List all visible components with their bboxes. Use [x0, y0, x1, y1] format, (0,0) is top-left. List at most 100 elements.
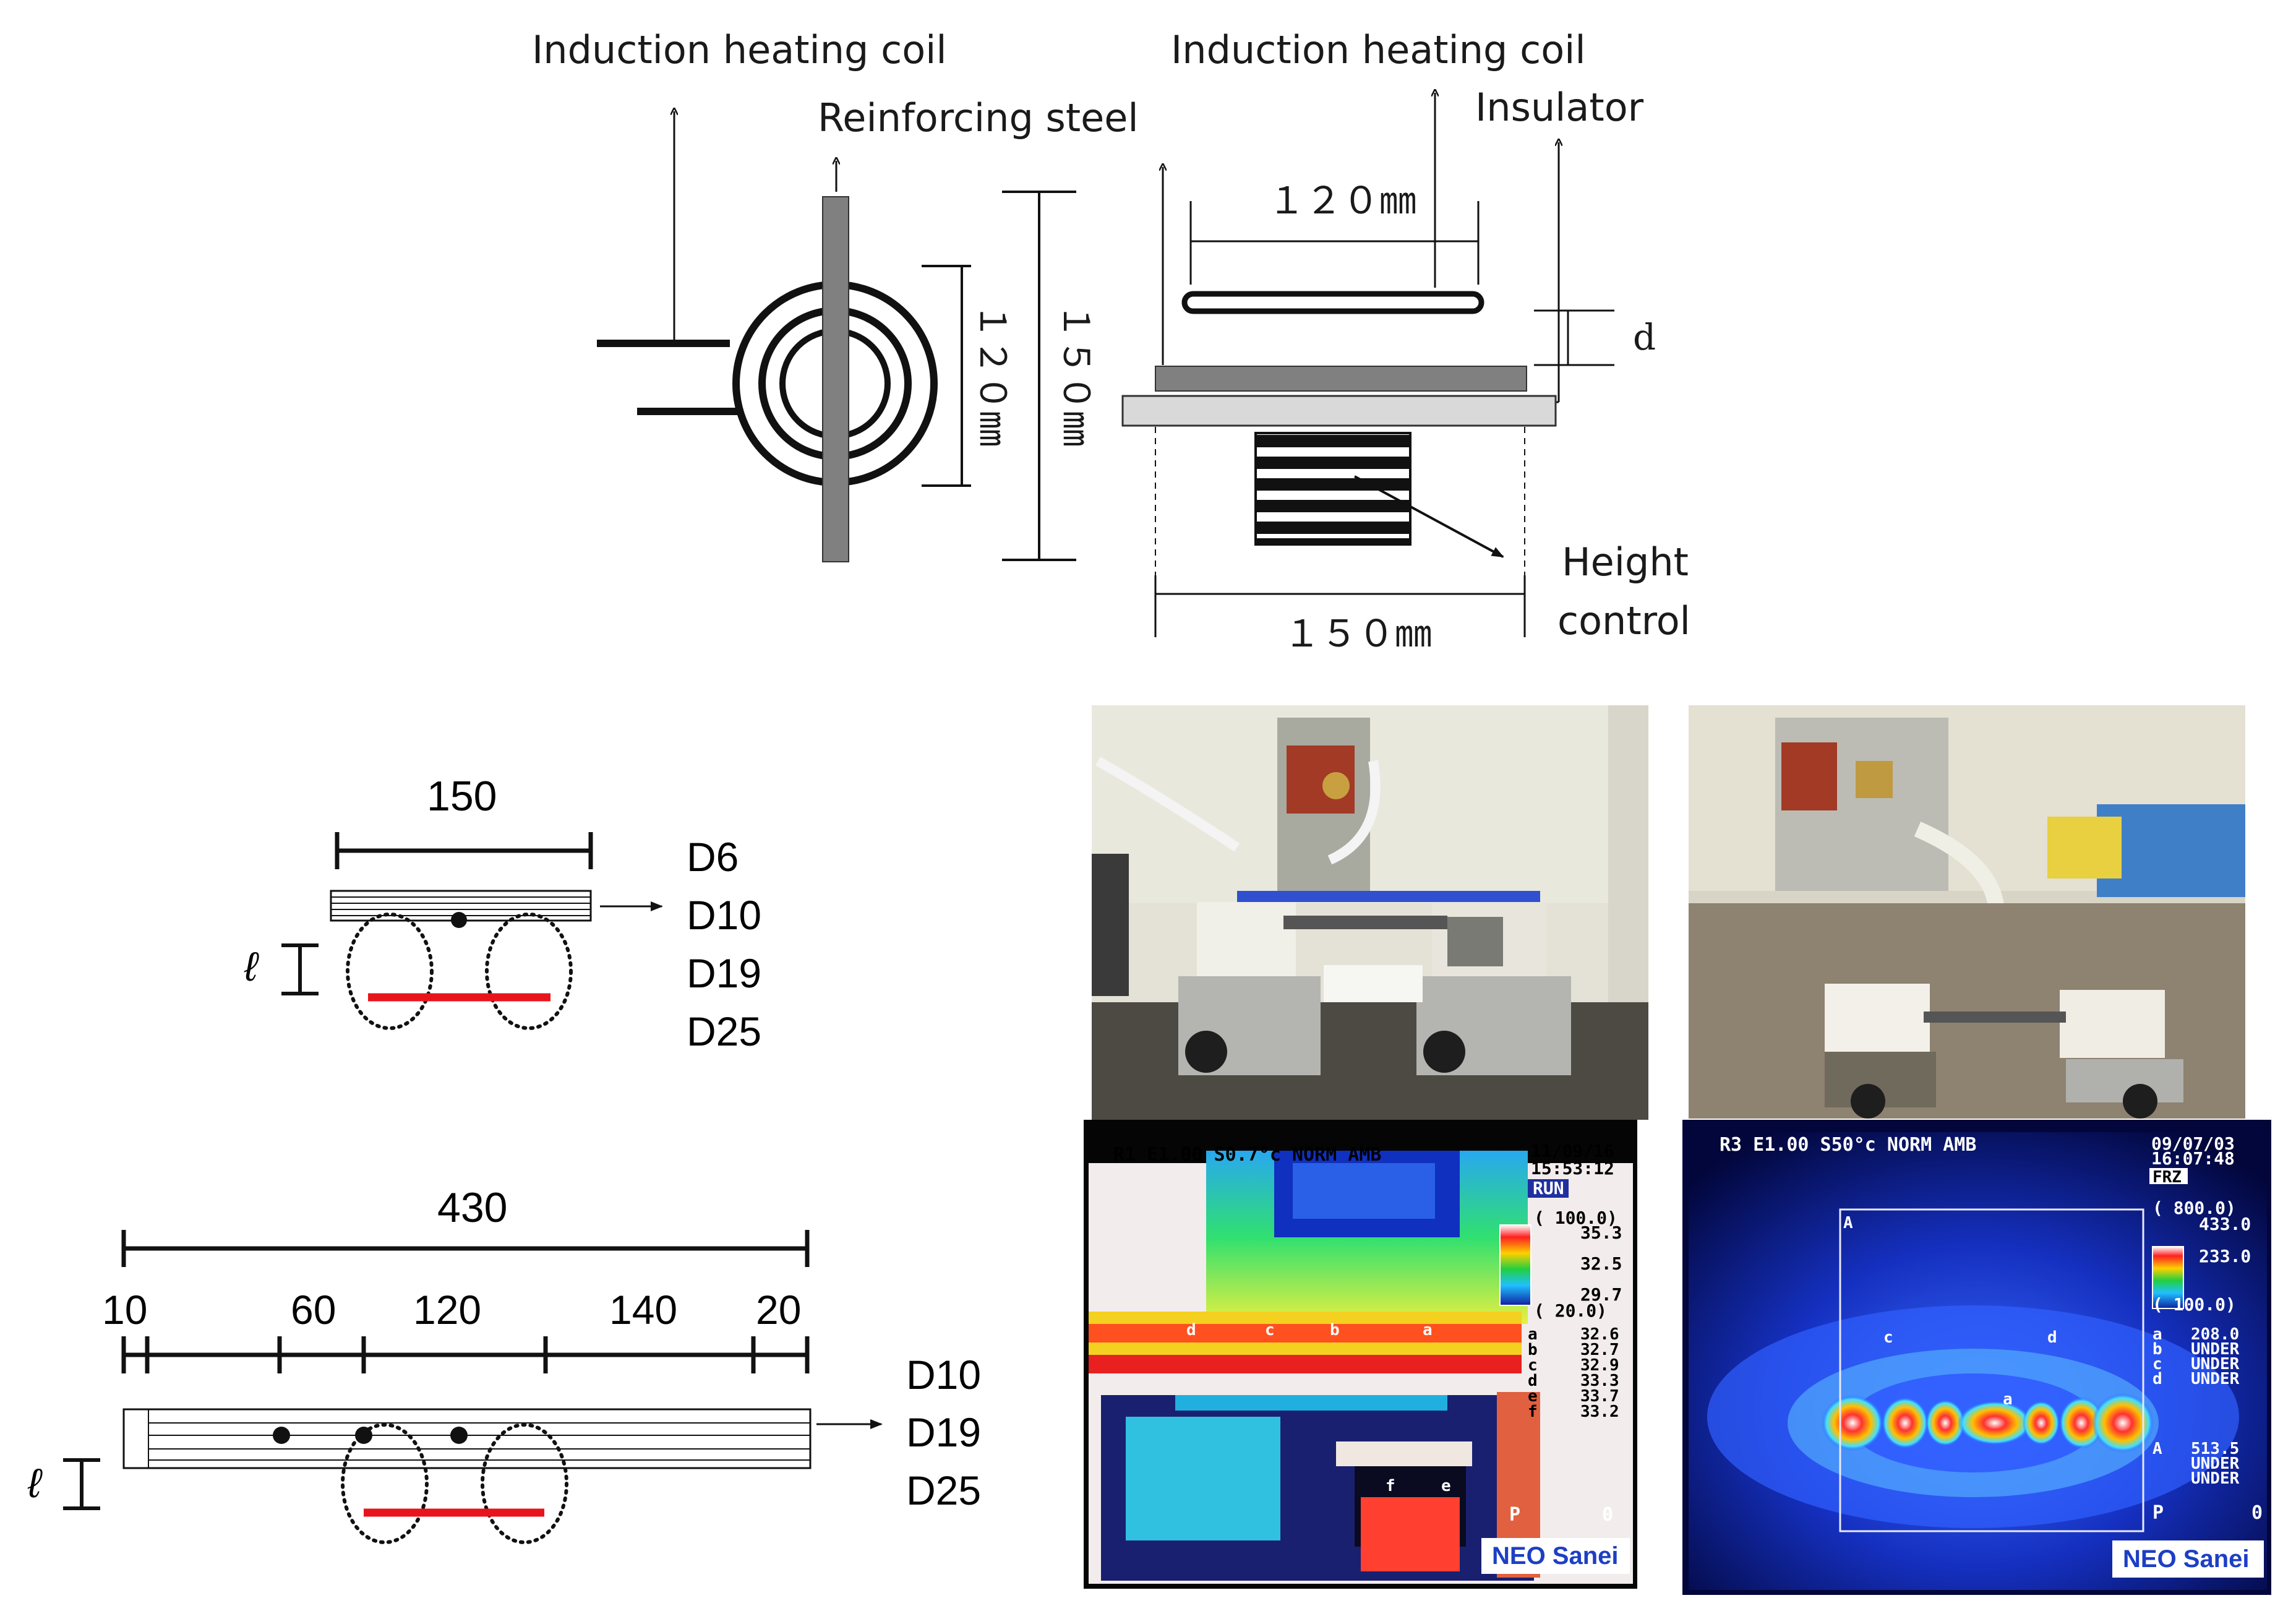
thermal-left-mode: RUN: [1533, 1178, 1564, 1198]
insulator-plate: [1121, 395, 1557, 427]
thermal-left-pt-label-f: f: [1528, 1403, 1538, 1421]
coil-diagram: Induction heating coil Reinforcing steel…: [532, 27, 1690, 656]
short-bar-d6: D6: [687, 834, 739, 880]
thermal-right-area-v3: UNDER: [2191, 1469, 2240, 1488]
thermal-image-left: R1 E1.00 S0.7°c NORM AMB 11/09/16 15:53:…: [1084, 1120, 1637, 1589]
thermal-left-spot-b: b: [1330, 1321, 1340, 1339]
thermal-left-spot-e: e: [1441, 1477, 1451, 1495]
thermal-left-pt-label-a: a: [1528, 1325, 1538, 1344]
thermal-left-spot-f: f: [1386, 1477, 1395, 1495]
short-gap-symbol: ℓ: [244, 943, 259, 989]
thermal-left-pt-value-f: 33.2: [1580, 1403, 1619, 1421]
long-seg-120: 120: [413, 1287, 481, 1333]
thermal-left-scale-v3: 29.7: [1580, 1284, 1622, 1305]
coil-label-right: Induction heating coil: [1171, 27, 1586, 72]
long-gap-symbol: ℓ: [27, 1460, 43, 1506]
thermal-right-spot-c: c: [1883, 1328, 1893, 1347]
thermal-left-brand: NEO Sanei: [1492, 1542, 1619, 1570]
thermal-left-spot-a: a: [1423, 1321, 1433, 1339]
rebar-section: [1155, 366, 1527, 392]
long-coil-loop-left: [341, 1423, 429, 1544]
thermal-left-pt-label-d: d: [1528, 1372, 1538, 1390]
thermal-left-brand-box: [1481, 1538, 1630, 1574]
insulator-label: Insulator: [1475, 85, 1644, 130]
long-thermocouple-dot-3: [450, 1427, 468, 1444]
thermal-right-p-value: 0: [2251, 1502, 2263, 1524]
short-bar-d19: D19: [687, 950, 761, 996]
thermal-right-scale-max: ( 800.0): [2152, 1198, 2236, 1218]
long-bar-d25: D25: [906, 1467, 981, 1513]
short-length-label: 150: [427, 773, 497, 820]
thermal-left-pt-value-a: 32.6: [1580, 1325, 1619, 1344]
long-thermocouple-dot-1: [273, 1427, 290, 1444]
long-thermocouple-dot-2: [355, 1427, 372, 1444]
thermal-left-pt-label-e: e: [1528, 1387, 1538, 1406]
thermal-right-scale-mid: 233.0: [2199, 1246, 2251, 1266]
thermal-right-pt-label-a: a: [2152, 1325, 2162, 1344]
thermal-right-pt-label-d: d: [2152, 1370, 2162, 1388]
long-seg-60: 60: [291, 1287, 336, 1333]
thermal-right-mode: FRZ: [2152, 1168, 2182, 1187]
thermal-right-area-tag: A: [1843, 1214, 1853, 1232]
thermal-left-pt-value-d: 33.3: [1580, 1372, 1619, 1390]
long-bar-d19: D19: [906, 1409, 981, 1455]
thermal-left-spot-d: d: [1186, 1321, 1196, 1339]
short-specimen-diagram: 150 ℓ D6 D10 D19 D25: [244, 773, 761, 1054]
thermal-right-p-label: P: [2152, 1502, 2164, 1524]
short-coil-loop-right: [485, 913, 573, 1030]
thermal-left-pt-label-c: c: [1528, 1356, 1538, 1375]
thermal-right-brand: NEO Sanei: [2123, 1545, 2250, 1573]
thermal-right-header: R3 E1.00 S50°c NORM AMB: [1720, 1134, 1976, 1156]
thermal-right-spot-d: d: [2047, 1328, 2057, 1347]
coil-section: [1181, 291, 1484, 314]
thermal-right-time: 16:07:48: [2151, 1148, 2235, 1169]
short-thermocouple-dot: [451, 912, 467, 928]
thermal-right-area-label: A: [2152, 1440, 2162, 1458]
thermal-right-pt-value-a: 208.0: [2191, 1325, 2239, 1344]
height-control-stack: [1254, 432, 1411, 546]
thermal-right-pt-label-b: b: [2152, 1340, 2162, 1359]
thermal-left-header: R1 E1.00 S0.7°c NORM AMB: [1113, 1144, 1381, 1166]
rebar-bar: [822, 196, 849, 562]
thermal-right-pt-value-d: UNDER: [2191, 1370, 2240, 1388]
thermal-right-area-v1: 513.5: [2191, 1440, 2239, 1458]
thermal-left-pt-value-b: 32.7: [1580, 1341, 1619, 1359]
thermal-right-date: 09/07/03: [2151, 1133, 2235, 1154]
height-label-1: Height: [1562, 539, 1689, 585]
thermal-image-right: R3 E1.00 S50°c NORM AMB 09/07/03 16:07:4…: [1682, 1120, 2271, 1595]
thermal-left-spot-c: c: [1265, 1321, 1275, 1339]
thermal-right-spot-a: a: [2003, 1390, 2013, 1409]
thermal-left-pt-value-c: 32.9: [1580, 1356, 1619, 1375]
thermal-left-time: 15:53:12: [1531, 1158, 1614, 1179]
long-seg-20: 20: [756, 1287, 801, 1333]
long-bar-d10: D10: [906, 1352, 981, 1398]
height-arrow: [1354, 475, 1504, 558]
thermal-right-pt-label-c: c: [2152, 1355, 2162, 1373]
thermal-left-scale-min: ( 20.0): [1534, 1300, 1607, 1321]
long-seg-10: 10: [102, 1287, 147, 1333]
short-bar-d25: D25: [687, 1008, 761, 1054]
long-seg-140: 140: [609, 1287, 677, 1333]
setup-photo-right: [1689, 705, 2245, 1119]
outer-dim-label: １５０㎜: [1055, 303, 1097, 447]
gap-label: d: [1633, 316, 1656, 358]
height-label-2: control: [1557, 598, 1690, 643]
thermal-right-pt-value-c: UNDER: [2191, 1355, 2240, 1373]
thermal-right-scale-min: ( 100.0): [2152, 1294, 2236, 1315]
bottom-dim-label: １５０㎜: [1283, 612, 1432, 656]
thermal-left-scale-v1: 35.3: [1580, 1222, 1622, 1243]
short-bar-d10: D10: [687, 892, 761, 938]
rebar-label: Reinforcing steel: [818, 95, 1139, 140]
long-coil-loop-right: [481, 1423, 568, 1544]
long-length-label: 430: [437, 1184, 507, 1231]
thermal-left-p-label: P: [1509, 1504, 1520, 1526]
long-specimen-diagram: 430 10 60 120 140 20 ℓ: [27, 1184, 981, 1544]
thermal-right-area-box: [1839, 1208, 2144, 1532]
top-dim-label: １２０㎜: [1268, 179, 1416, 223]
inner-dim-label: １２０㎜: [972, 303, 1014, 447]
thermal-right-brand-box: [2112, 1540, 2264, 1578]
thermal-right-area-v2: UNDER: [2191, 1454, 2240, 1473]
long-rebar: [122, 1408, 812, 1469]
thermal-left-pt-value-e: 33.7: [1580, 1387, 1619, 1406]
